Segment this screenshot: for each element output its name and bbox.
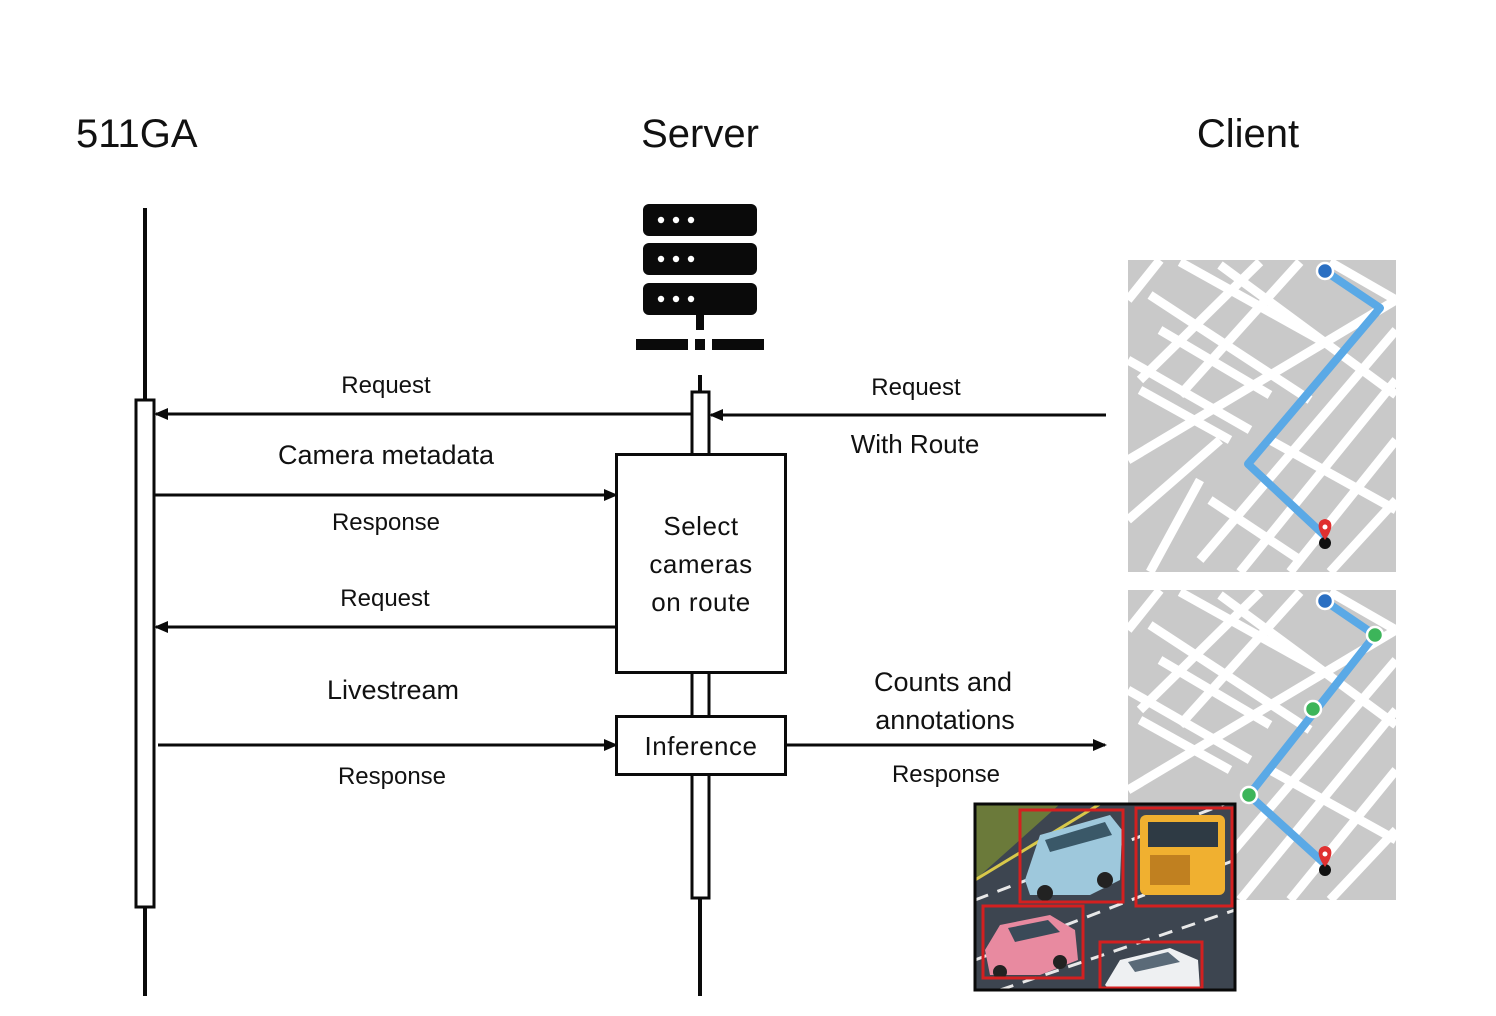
label-request-livestream: Request bbox=[340, 585, 430, 612]
label-response-metadata: Response bbox=[331, 509, 441, 536]
select-cameras-line1: Select bbox=[663, 510, 739, 541]
label-request-to-511: Request bbox=[341, 372, 431, 399]
label-livestream: Livestream bbox=[326, 675, 460, 705]
select-cameras-line3: on route bbox=[651, 586, 751, 617]
label-camera-metadata: Camera metadata bbox=[277, 440, 495, 470]
label-client-request: Request bbox=[871, 374, 961, 401]
server-rack-icon bbox=[636, 204, 764, 350]
lane-title-511ga: 511GA bbox=[76, 112, 198, 156]
label-counts-line1: Counts and bbox=[873, 667, 1013, 697]
select-cameras-box: Select cameras on route bbox=[615, 453, 787, 674]
label-client-response: Response bbox=[891, 761, 1001, 788]
lane-title-server: Server bbox=[641, 112, 759, 156]
route-map bbox=[1128, 260, 1396, 572]
lane-title-client: Client bbox=[1196, 112, 1300, 156]
label-with-route: With Route bbox=[850, 429, 980, 459]
annotated-traffic-image bbox=[973, 802, 1237, 992]
label-response-livestream: Response bbox=[337, 763, 447, 790]
inference-label: Inference bbox=[644, 730, 758, 761]
select-cameras-line2: cameras bbox=[649, 548, 753, 579]
label-counts-line2: annotations bbox=[875, 705, 1015, 735]
activation-511ga bbox=[134, 398, 156, 909]
camera-route-map bbox=[1128, 590, 1396, 900]
inference-box: Inference bbox=[615, 715, 787, 776]
